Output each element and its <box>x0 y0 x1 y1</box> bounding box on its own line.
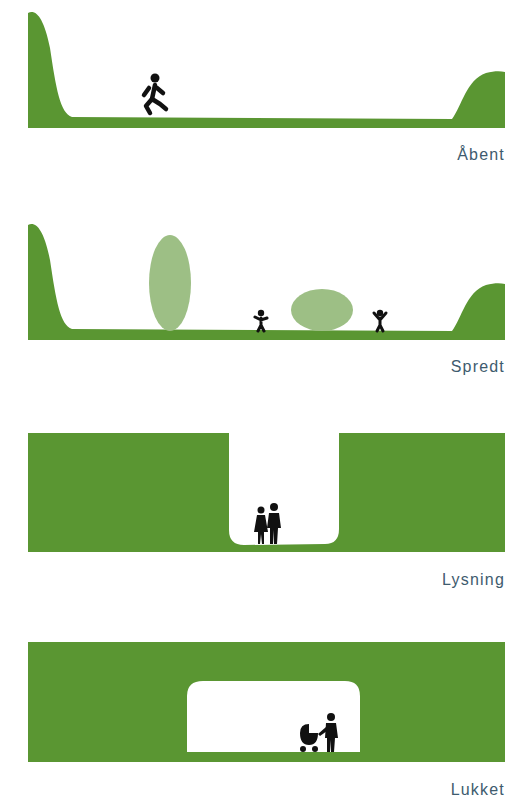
clearing-panel <box>28 433 505 552</box>
legs <box>146 99 166 113</box>
open-panel <box>28 12 505 128</box>
terrain <box>28 12 505 128</box>
child-figure <box>255 310 267 331</box>
panel-label: Spredt <box>451 358 505 376</box>
terrain <box>28 224 505 340</box>
runner-figure <box>144 74 166 114</box>
child-figure <box>374 310 386 331</box>
tree-shape <box>149 235 191 331</box>
panel-label: Åbent <box>457 146 505 164</box>
panel-label: Lysning <box>442 571 505 589</box>
closed-panel <box>28 642 505 762</box>
arms <box>144 88 163 95</box>
terrain <box>28 433 505 552</box>
bush-shape <box>291 289 353 331</box>
stroller-figure <box>300 713 338 752</box>
head <box>151 74 160 83</box>
scattered-panel <box>28 224 505 340</box>
couple-figure <box>254 503 281 544</box>
clearing-opening <box>229 433 339 545</box>
terrain <box>28 642 505 762</box>
closed-opening <box>187 681 360 752</box>
panel-label: Lukket <box>451 781 505 799</box>
